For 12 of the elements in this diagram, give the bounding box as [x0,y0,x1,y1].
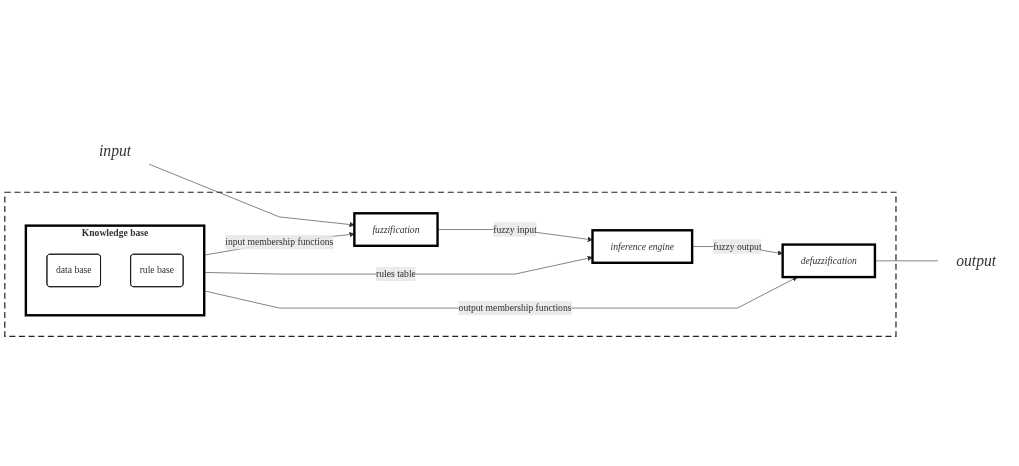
connector [874,260,939,262]
edge-label: fuzzy output [713,241,762,252]
edge-label: output membership functions [458,302,572,313]
node-text: output [956,252,997,270]
cluster [4,191,897,337]
node-text: input [98,141,132,160]
node-box: fuzzification [353,212,439,247]
edge-label: input membership functions [225,236,334,247]
node-box: inference engine [591,229,694,264]
node-box: defuzzification [781,243,877,279]
edge-label: fuzzy input [493,224,537,235]
edge-label: rules table [376,268,416,279]
